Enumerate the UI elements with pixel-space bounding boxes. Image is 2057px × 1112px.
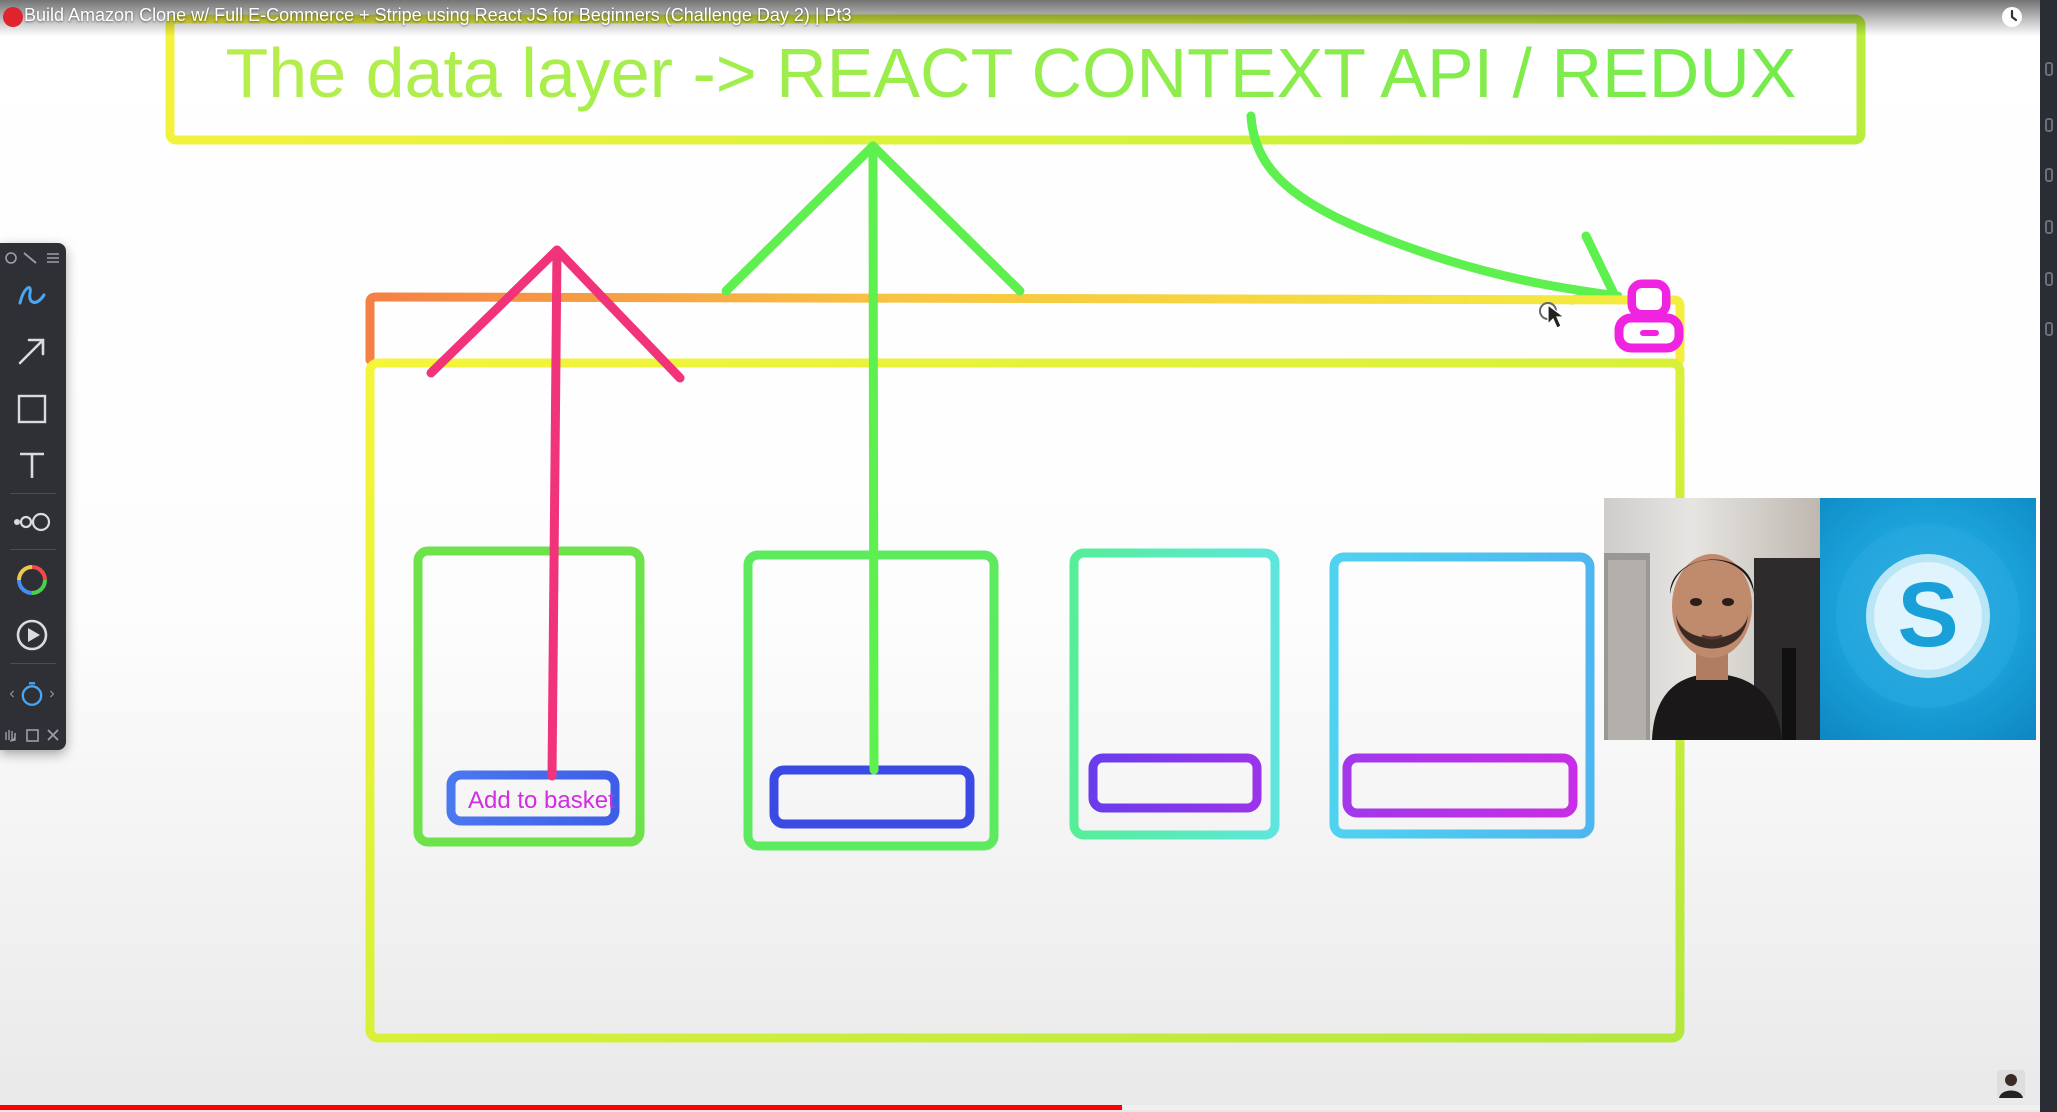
heading-text: The data layer -> REACT CONTEXT API / RE… xyxy=(226,34,1797,112)
text-tool[interactable] xyxy=(9,442,55,488)
skype-logo-icon: S xyxy=(1820,498,2036,740)
svg-text:S: S xyxy=(1897,564,1958,666)
timer-icon xyxy=(9,682,55,706)
rectangle-tool[interactable] xyxy=(9,386,55,432)
card-2-button xyxy=(769,765,975,829)
product-card-3 xyxy=(1069,548,1280,840)
drawing-toolbar xyxy=(0,243,66,750)
toolbar-footer-icons xyxy=(5,729,59,742)
side-panel-marker-icon xyxy=(2045,62,2053,76)
record-dot-icon xyxy=(3,7,23,27)
webcam-overlay: S xyxy=(1604,498,2036,740)
rectangle-icon xyxy=(17,394,47,424)
video-progress-fill xyxy=(0,1105,1122,1110)
context-to-basket-arrow xyxy=(1246,111,1623,301)
add-to-basket-button xyxy=(446,770,620,826)
pen-tool[interactable] xyxy=(9,272,55,318)
basket-action-arrow-shaft xyxy=(547,245,562,781)
side-panel-marker-icon xyxy=(2045,220,2053,234)
channel-avatar-icon[interactable] xyxy=(1997,1070,2025,1098)
text-icon xyxy=(20,452,44,478)
side-panel-marker-icon xyxy=(2045,322,2053,336)
color-wheel-icon xyxy=(17,565,47,595)
card-data-arrow-head xyxy=(721,141,1025,296)
video-progress-bar[interactable] xyxy=(0,1105,2040,1110)
arrow-tool[interactable] xyxy=(9,328,55,374)
toolbar-separator xyxy=(10,549,56,550)
product-card-4 xyxy=(1329,552,1595,839)
clock-icon[interactable] xyxy=(1998,3,2026,31)
laser-pointer-icon xyxy=(14,512,51,532)
play-icon xyxy=(16,619,48,651)
add-to-basket-label: Add to basket xyxy=(468,787,615,814)
pointer-tool[interactable] xyxy=(9,499,55,545)
side-panel-marker-icon xyxy=(2045,272,2053,286)
side-panel-marker-icon xyxy=(2045,168,2053,182)
presenter-video xyxy=(1604,498,1820,740)
card-3-button xyxy=(1088,753,1262,813)
arrow-icon xyxy=(18,338,45,365)
basket-action-arrow-head xyxy=(426,245,685,383)
toolbar-separator xyxy=(10,663,56,664)
color-tool[interactable] xyxy=(9,557,55,603)
pen-icon xyxy=(18,286,46,305)
basket-icon xyxy=(1614,279,1684,353)
side-panel-marker-icon xyxy=(2045,118,2053,132)
timer-tool[interactable] xyxy=(9,671,55,717)
toolbar-separator xyxy=(10,493,56,494)
page-frame xyxy=(365,358,1685,1043)
card-4-button xyxy=(1342,753,1578,818)
navbar-frame xyxy=(365,292,1685,365)
video-title[interactable]: Build Amazon Clone w/ Full E-Commerce + … xyxy=(24,5,852,25)
play-tool[interactable] xyxy=(9,612,55,658)
video-title-bar: Build Amazon Clone w/ Full E-Commerce + … xyxy=(0,0,2057,36)
card-data-arrow-shaft xyxy=(868,141,879,775)
toolbar-header-icons xyxy=(5,252,59,264)
product-card-1 xyxy=(413,546,645,847)
mouse-cursor-icon xyxy=(1539,302,1566,329)
right-side-panel xyxy=(2040,0,2057,1112)
